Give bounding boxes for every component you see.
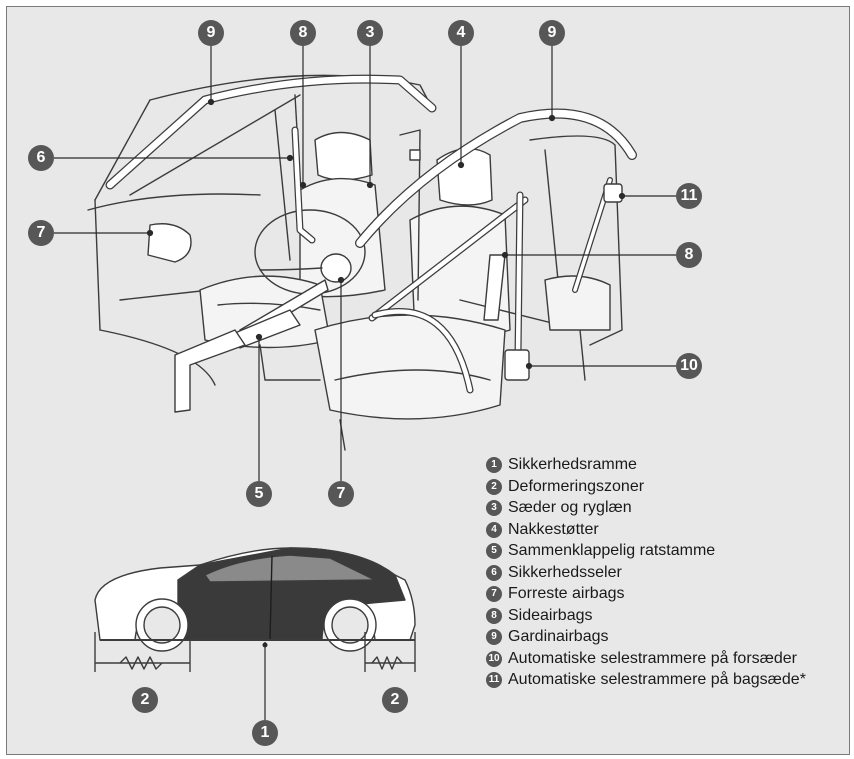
legend-number: 2 [486, 478, 502, 495]
callout-7-left: 7 [28, 220, 54, 246]
callout-9-left: 9 [198, 20, 224, 46]
legend-item: 9 Gardinairbags [486, 627, 808, 649]
legend-item: 4 Nakkestøtter [486, 520, 808, 542]
legend-item: 8 Sideairbags [486, 606, 808, 628]
legend-label: Sammenklappelig ratstamme [508, 542, 716, 559]
callout-9-right: 9 [539, 20, 565, 46]
legend-item: 1 Sikkerhedsramme [486, 455, 808, 477]
legend-number: 5 [486, 543, 502, 559]
legend-label: Automatiske selestrammere på forsæder [508, 649, 797, 667]
callout-5: 5 [246, 481, 272, 507]
car-exterior-drawing [94, 547, 416, 720]
car-interior-drawing [87, 74, 637, 451]
callout-2-right: 2 [382, 687, 408, 713]
legend-number: 11 [486, 672, 502, 688]
callout-1: 1 [252, 720, 278, 746]
legend-label: Deformeringszoner [508, 477, 645, 495]
legend-label: Forreste airbags [508, 585, 625, 602]
legend-label: Nakkestøtter [508, 520, 599, 538]
legend-label: Gardinairbags [508, 628, 609, 645]
legend-number: 3 [486, 500, 502, 516]
callout-8-top: 8 [290, 20, 316, 46]
legend-item: 11 Automatiske selestrammere på bagsæde* [486, 670, 808, 716]
callout-7-bottom: 7 [328, 481, 354, 507]
legend-label: Sæder og ryglæn [508, 499, 632, 516]
legend-label: Sideairbags [508, 606, 593, 624]
legend-number: 1 [486, 457, 502, 473]
callout-4: 4 [448, 20, 474, 46]
legend-label: Sikkerhedsseler [508, 563, 622, 581]
legend-item: 6 Sikkerhedsseler [486, 563, 808, 585]
legend-label: Automatiske selestrammere på bagsæde* [508, 671, 806, 688]
legend-number: 9 [486, 629, 502, 645]
legend: 1 Sikkerhedsramme 2 Deformeringszoner 3 Sæd… [486, 455, 808, 716]
legend-item: 5 Sammenklappelig ratstamme [486, 541, 808, 563]
legend-item: 2 Deformeringszoner [486, 477, 808, 499]
callout-8-right: 8 [676, 242, 702, 268]
callout-leader-lines [54, 44, 676, 481]
callout-11: 11 [676, 183, 702, 209]
legend-number: 7 [486, 586, 502, 602]
callout-2-left: 2 [132, 687, 158, 713]
legend-number: 6 [486, 564, 502, 581]
legend-item: 3 Sæder og ryglæn [486, 498, 808, 520]
legend-number: 4 [486, 521, 502, 538]
legend-number: 8 [486, 607, 502, 624]
legend-number: 10 [486, 650, 502, 667]
callout-10: 10 [676, 353, 702, 379]
callout-3: 3 [357, 20, 383, 46]
callout-6: 6 [28, 145, 54, 171]
legend-label: Sikkerhedsramme [508, 456, 637, 473]
legend-item: 10 Automatiske selestrammere på forsæder [486, 649, 808, 671]
legend-item: 7 Forreste airbags [486, 584, 808, 606]
